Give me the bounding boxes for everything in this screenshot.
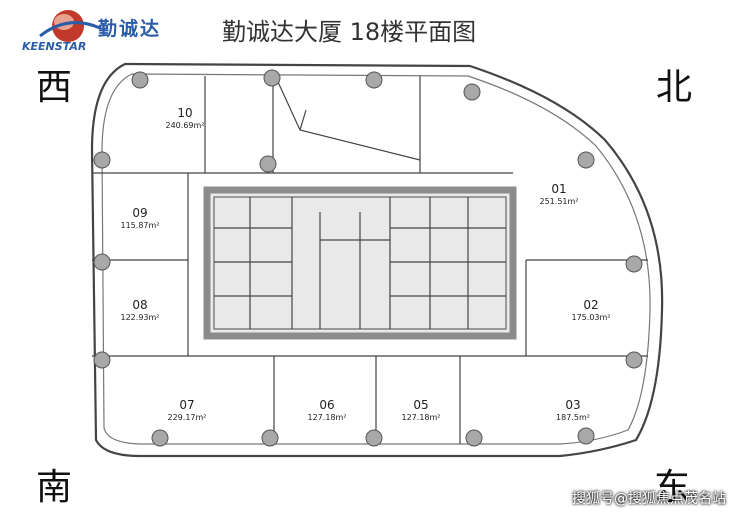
unit-10[interactable]: 10 240.69m² [150,106,220,131]
brand-name-cn: 勤诚达 [98,18,162,40]
unit-number: 03 [565,398,581,412]
direction-west: 西 [36,67,73,108]
unit-number: 10 [177,106,193,120]
unit-number: 01 [551,182,567,196]
unit-03[interactable]: 03 187.5m² [538,398,608,423]
unit-area: 240.69m² [165,121,205,130]
unit-number: 05 [413,398,429,412]
watermark: 搜狐号@搜狐焦点茂名站 [572,491,726,507]
unit-area: 127.18m² [307,413,347,422]
unit-01[interactable]: 01 251.51m² [524,182,594,207]
unit-area: 122.93m² [120,313,160,322]
direction-south: 南 [36,467,73,508]
direction-north: 北 [656,67,693,108]
unit-07[interactable]: 07 229.17m² [152,398,222,423]
keenstar-logo [39,10,101,42]
unit-number: 09 [132,206,148,220]
unit-area: 127.18m² [401,413,441,422]
unit-02[interactable]: 02 175.03m² [556,298,626,323]
unit-05[interactable]: 05 127.18m² [386,398,456,423]
brand-name-en: KEENSTAR [22,40,87,53]
unit-number: 07 [179,398,195,412]
unit-area: 175.03m² [571,313,611,322]
unit-area: 187.5m² [556,413,590,422]
unit-area: 251.51m² [539,197,579,206]
unit-area: 115.87m² [120,221,160,230]
unit-number: 02 [583,298,599,312]
unit-09[interactable]: 09 115.87m² [110,206,170,231]
unit-08[interactable]: 08 122.93m² [110,298,170,323]
unit-area: 229.17m² [167,413,207,422]
page-title: 勤诚达大厦 18楼平面图 [222,18,477,46]
unit-06[interactable]: 06 127.18m² [292,398,362,423]
direction-east: 东 [654,467,691,508]
unit-number: 06 [319,398,335,412]
unit-number: 08 [132,298,148,312]
